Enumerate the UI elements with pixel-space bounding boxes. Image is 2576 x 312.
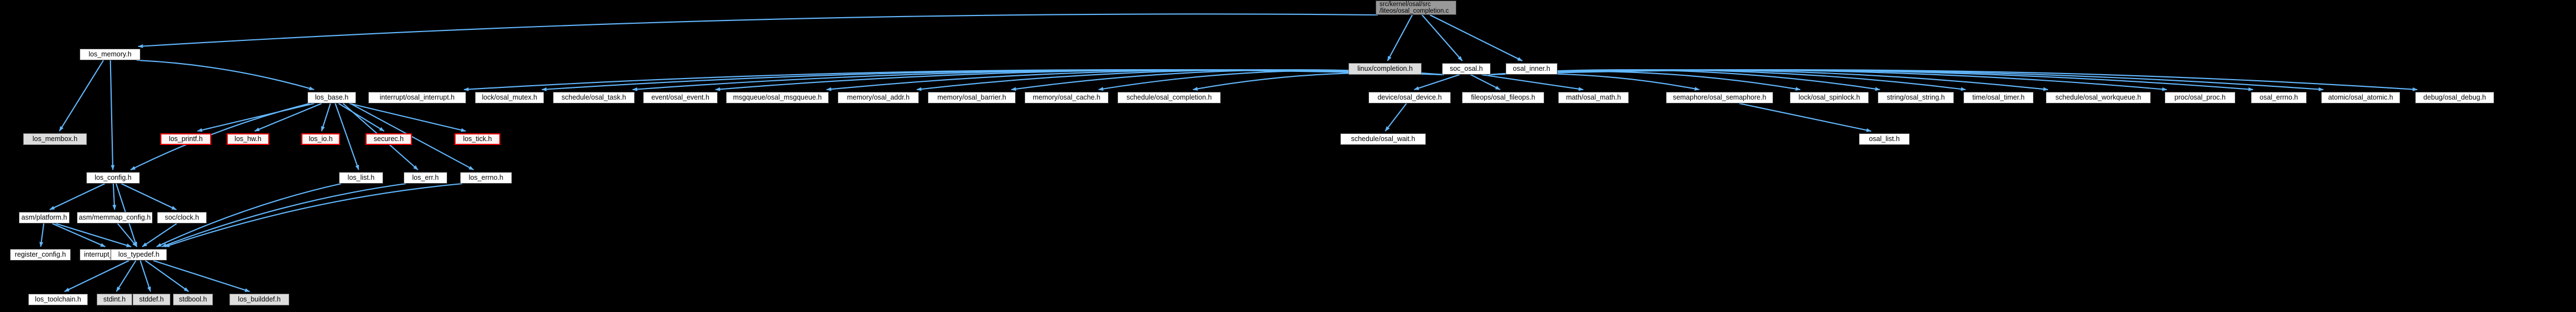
graph-node-los_printf[interactable]: los_printf.h	[160, 133, 211, 145]
graph-node-stddef[interactable]: stddef.h	[133, 294, 170, 305]
graph-node-osal_proc[interactable]: proc/osal_proc.h	[2165, 92, 2235, 103]
graph-node-los_memory[interactable]: los_memory.h	[80, 49, 140, 60]
graph-edge-los_typedef-to-los_builddef	[153, 260, 250, 292]
graph-edge-soc_osal-to-osal_proc	[1488, 69, 2167, 91]
graph-edge-root-to-soc_osal	[1422, 14, 1463, 61]
graph-node-linux_completion[interactable]: linux/completion.h	[1349, 63, 1422, 75]
graph-edge-osal_device-to-osal_wait	[1384, 103, 1407, 132]
graph-node-register_config[interactable]: register_config.h	[10, 249, 71, 261]
graph-node-stdbool[interactable]: stdbool.h	[173, 294, 213, 305]
graph-edge-asm_platform-to-register_config	[39, 223, 45, 247]
graph-edge-soc_osal-to-osal_completion	[1193, 72, 1445, 91]
graph-node-osal_fileops[interactable]: fileops/osal_fileops.h	[1462, 92, 1544, 103]
graph-node-osal_wait[interactable]: schedule/osal_wait.h	[1340, 133, 1426, 145]
graph-edge-los_memory-to-los_base	[137, 59, 315, 91]
graph-node-osal_event[interactable]: event/osal_event.h	[643, 92, 718, 103]
graph-edge-soc_clock-to-los_typedef	[142, 223, 177, 247]
graph-edge-root-to-linux_completion	[1387, 14, 1413, 61]
graph-node-osal_debug[interactable]: debug/osal_debug.h	[2415, 92, 2494, 103]
graph-edge-soc_osal-to-osal_math	[1481, 74, 1584, 91]
graph-edge-soc_osal-to-osal_workqueue	[1488, 69, 2049, 91]
graph-node-los_err[interactable]: los_err.h	[404, 172, 447, 184]
graph-node-osal_device[interactable]: device/osal_device.h	[1368, 92, 1451, 103]
graph-edge-los_base-to-los_config	[130, 102, 310, 170]
graph-node-soc_osal[interactable]: soc_osal.h	[1442, 63, 1491, 75]
graph-edge-soc_osal-to-osal_device	[1414, 74, 1460, 90]
graph-edge-soc_osal-to-osal_mutex	[541, 69, 1445, 91]
graph-edge-soc_osal-to-osal_semaphore	[1488, 73, 1700, 91]
graph-edge-soc_osal-to-osal_errno	[1488, 69, 2254, 91]
graph-edge-los_typedef-to-stddef	[139, 260, 151, 292]
graph-edge-los_typedef-to-stdint	[116, 260, 137, 292]
graph-node-los_membox[interactable]: los_membox.h	[23, 133, 87, 145]
graph-node-asm_platform[interactable]: asm/platform.h	[19, 212, 70, 223]
graph-edge-root-to-osal_inner	[1429, 14, 1523, 61]
graph-edge-asm_platform-to-interrupt_config	[51, 223, 106, 247]
graph-node-osal_semaphore[interactable]: semaphore/osal_semaphore.h	[1666, 92, 1773, 103]
graph-node-los_config[interactable]: los_config.h	[86, 172, 140, 184]
graph-edge-asm_memmap-to-los_typedef	[117, 223, 138, 247]
graph-edge-los_config-to-soc_clock	[121, 183, 177, 210]
graph-node-osal_inner[interactable]: osal_inner.h	[1506, 63, 1558, 75]
graph-node-los_builddef[interactable]: los_builddef.h	[229, 294, 289, 305]
graph-edge-soc_osal-to-osal_interrupt	[463, 69, 1445, 91]
graph-edge-los_config-to-asm_platform	[49, 183, 106, 210]
graph-node-los_errno[interactable]: los_errno.h	[460, 172, 512, 184]
graph-edge-soc_osal-to-osal_debug	[1488, 69, 2418, 91]
graph-node-los_typedef[interactable]: los_typedef.h	[111, 249, 167, 261]
graph-node-osal_interrupt[interactable]: interrupt/osal_interrupt.h	[368, 92, 466, 103]
graph-node-osal_cache[interactable]: memory/osal_cache.h	[1025, 92, 1109, 103]
graph-node-los_hw[interactable]: los_hw.h	[227, 133, 269, 145]
graph-node-osal_task[interactable]: schedule/osal_task.h	[553, 92, 635, 103]
graph-node-soc_clock[interactable]: soc/clock.h	[157, 212, 207, 223]
graph-node-osal_timer[interactable]: time/osal_timer.h	[1963, 92, 2034, 103]
graph-edge-los_typedef-to-los_toolchain	[64, 260, 129, 292]
graph-edge-los_base-to-los_printf	[197, 102, 315, 132]
graph-edge-root-to-los_memory	[138, 13, 1378, 48]
graph-node-los_list[interactable]: los_list.h	[339, 172, 383, 184]
graph-node-root[interactable]: src/kernel/osal/src/liteos/osal_completi…	[1376, 1, 1456, 15]
graph-node-asm_memmap[interactable]: asm/memmap_config.h	[77, 212, 153, 223]
graph-edge-soc_osal-to-osal_task	[632, 69, 1445, 91]
graph-node-osal_atomic[interactable]: atomic/osal_atomic.h	[2321, 92, 2400, 103]
graph-node-los_io[interactable]: los_io.h	[301, 133, 340, 145]
graph-edge-soc_osal-to-osal_atomic	[1488, 69, 2324, 91]
graph-edge-los_base-to-los_io	[321, 103, 331, 132]
graph-node-osal_math[interactable]: math/osal_math.h	[1558, 92, 1629, 103]
graph-node-osal_string[interactable]: string/osal_string.h	[1878, 92, 1954, 103]
graph-edge-los_config-to-asm_memmap	[112, 183, 117, 210]
graph-node-osal_errno[interactable]: osal_errno.h	[2251, 92, 2307, 103]
graph-node-osal_workqueue[interactable]: schedule/osal_workqueue.h	[2046, 92, 2151, 103]
graph-node-los_toolchain[interactable]: los_toolchain.h	[28, 294, 88, 305]
graph-edge-soc_osal-to-osal_event	[715, 69, 1445, 91]
graph-edge-los_errno-to-los_typedef	[164, 183, 463, 247]
graph-node-osal_mutex[interactable]: lock/osal_mutex.h	[475, 92, 544, 103]
graph-node-osal_completion[interactable]: schedule/osal_completion.h	[1117, 92, 1221, 103]
graph-node-los_base[interactable]: los_base.h	[307, 92, 356, 103]
graph-node-label-line1: src/kernel/osal/src	[1380, 1, 1431, 8]
graph-node-osal_addr[interactable]: memory/osal_addr.h	[838, 92, 919, 103]
graph-node-osal_msgqueue[interactable]: msgqueue/osal_msgqueue.h	[726, 92, 829, 103]
graph-node-los_tick[interactable]: los_tick.h	[454, 133, 500, 145]
graph-edge-los_base-to-securec	[338, 103, 385, 132]
graph-node-osal_list[interactable]: osal_list.h	[1859, 133, 1910, 145]
graph-edge-soc_osal-to-osal_fileops	[1470, 74, 1501, 90]
graph-node-stdint[interactable]: stdint.h	[97, 294, 132, 305]
graph-edge-los_memory-to-los_config	[109, 60, 115, 170]
graph-edge-asm_platform-to-los_typedef	[55, 222, 132, 248]
graph-edge-osal_semaphore-to-osal_list	[1739, 102, 1872, 132]
graph-edge-los_memory-to-los_membox	[59, 60, 104, 132]
graph-edge-los_typedef-to-stdbool	[145, 260, 189, 292]
graph-node-label-line2: /liteos/osal_completion.c	[1380, 8, 1449, 14]
graph-node-securec[interactable]: securec.h	[365, 133, 412, 145]
graph-node-osal_spinlock[interactable]: lock/osal_spinlock.h	[1790, 92, 1869, 103]
graph-edge-los_base-to-los_tick	[349, 102, 466, 132]
graph-edge-los_base-to-los_hw	[254, 103, 322, 132]
graph-edge-soc_osal-to-osal_timer	[1488, 69, 1966, 91]
graph-node-osal_barrier[interactable]: memory/osal_barrier.h	[928, 92, 1016, 103]
